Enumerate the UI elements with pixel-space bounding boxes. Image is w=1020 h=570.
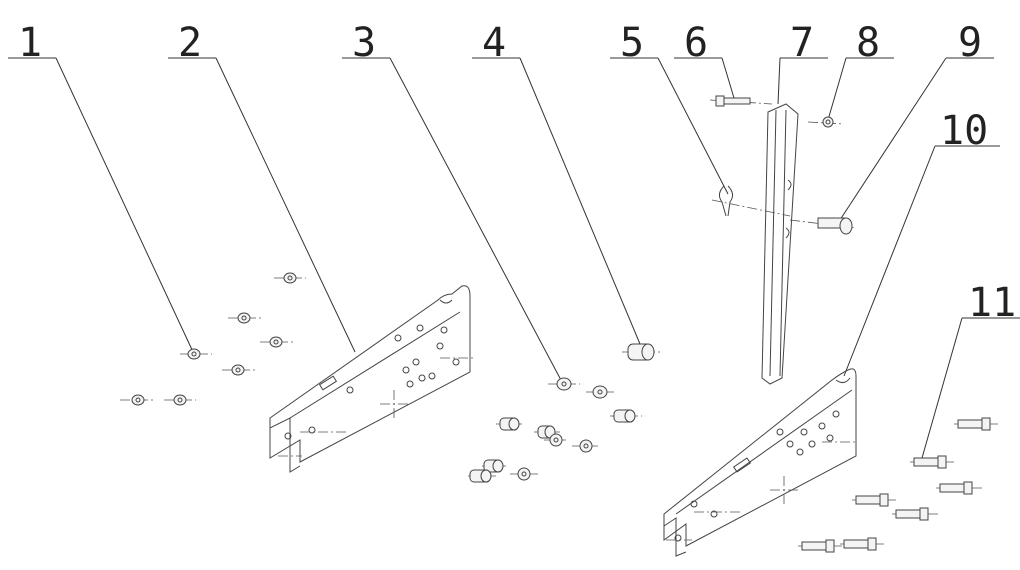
callout-leader-11: [921, 317, 963, 459]
part-4-spacer: [622, 343, 660, 361]
callout-leader-7: [777, 57, 781, 105]
spacer: [510, 467, 538, 481]
callout-leader-2: [215, 57, 356, 353]
screw: [910, 455, 954, 469]
callout-label-3: 3: [352, 20, 376, 66]
spacer: [468, 469, 496, 483]
callout-leader-10: [843, 145, 936, 377]
screw: [936, 481, 982, 495]
callout-1: 1: [8, 20, 195, 355]
callout-11: 11: [921, 280, 1020, 459]
nut: [180, 348, 212, 360]
part-3-spacers: [468, 377, 642, 483]
part-6-bolt: [709, 95, 773, 107]
spacer: [610, 409, 642, 423]
callout-label-9: 9: [958, 20, 982, 66]
part-10-right-bracket: [663, 368, 857, 557]
part-7-strut: [761, 103, 799, 385]
part-9-pin: [789, 217, 857, 235]
part-1-nuts: [120, 272, 306, 406]
nut: [228, 312, 262, 324]
callout-10: 10: [843, 108, 1000, 377]
spacer: [482, 459, 506, 473]
spacer: [544, 433, 566, 447]
callout-label-1: 1: [18, 20, 42, 66]
callout-8: 8: [827, 20, 894, 121]
callout-leader-9: [835, 57, 947, 227]
callout-4: 4: [472, 20, 641, 345]
nut: [120, 394, 154, 406]
callout-2: 2: [168, 20, 356, 353]
nut: [260, 336, 296, 348]
callout-label-7: 7: [790, 20, 814, 66]
callout-label-6: 6: [684, 20, 708, 66]
callout-leader-5: [657, 57, 729, 195]
part-8-nut: [807, 116, 845, 128]
callout-6: 6: [674, 20, 735, 99]
screw: [852, 493, 896, 507]
nut: [164, 394, 196, 406]
callout-label-11: 11: [968, 280, 1016, 326]
nut: [222, 364, 256, 376]
part-11-screws: [798, 417, 998, 553]
part-2-left-bracket: [269, 285, 474, 473]
spacer: [496, 417, 522, 431]
screw: [798, 539, 842, 553]
part-5-cotter-pin: [711, 185, 791, 217]
callout-leader-6: [721, 57, 735, 99]
callout-5: 5: [610, 20, 729, 195]
screw: [954, 417, 998, 431]
screw: [892, 507, 938, 521]
callout-label-10: 10: [940, 108, 988, 154]
screw: [840, 537, 884, 551]
callout-label-4: 4: [482, 20, 506, 66]
spacer: [572, 439, 598, 453]
callout-label-8: 8: [856, 20, 880, 66]
callout-label-2: 2: [178, 20, 202, 66]
callout-label-5: 5: [620, 20, 644, 66]
callout-7: 7: [777, 20, 828, 105]
spacer: [586, 385, 616, 399]
spacer: [548, 377, 580, 391]
callout-9: 9: [835, 20, 994, 227]
callout-leader-1: [55, 57, 195, 355]
callout-leader-4: [519, 57, 641, 345]
callout-leader-8: [827, 57, 847, 121]
nut: [274, 272, 306, 284]
callout-leader-3: [389, 57, 563, 383]
callout-3: 3: [342, 20, 563, 383]
